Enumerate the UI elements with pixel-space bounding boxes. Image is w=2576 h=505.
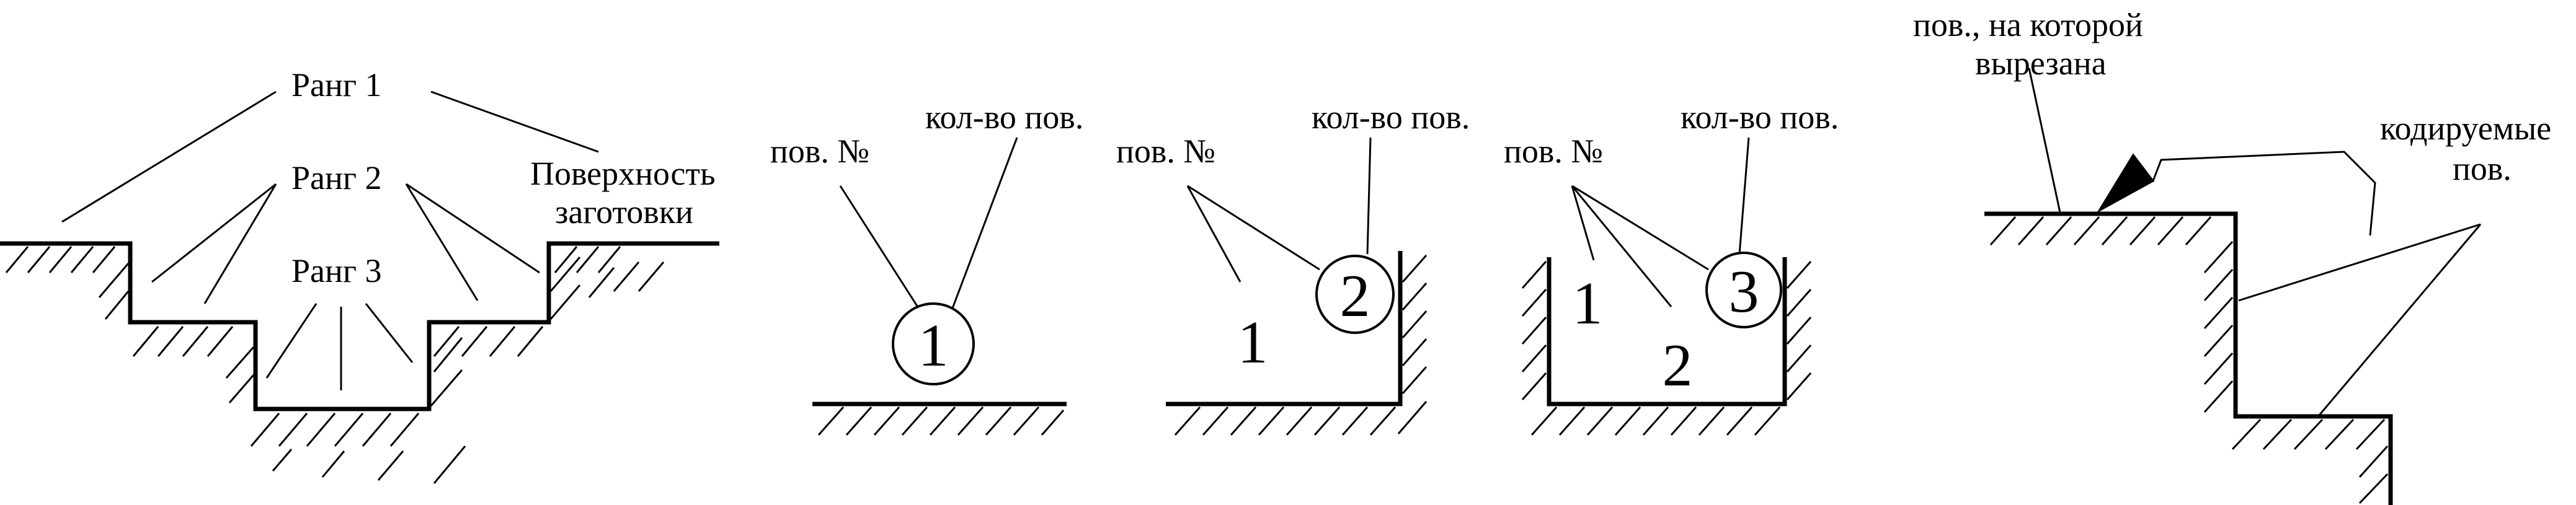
fig4-count-circle (1705, 252, 1782, 328)
fig5-coded-leader-1 (2238, 223, 2481, 302)
rank3-leader-3 (365, 303, 414, 363)
fig4-surf-no-leader-2 (1571, 185, 1672, 307)
blank-surface-label-line2: заготовки (555, 193, 693, 231)
fig5-hatching (1989, 216, 2389, 504)
fig5-coded-label-line1: кодируемые (2380, 110, 2551, 147)
fig3-surf-no-leader-1 (1186, 185, 1241, 283)
fig5-coded-label-line2: пов. (2453, 150, 2512, 187)
fig4-count-leader (1738, 137, 1750, 255)
fig3-count-circle (1315, 255, 1395, 334)
blank-surface-label-line1: Поверхность (530, 155, 716, 192)
fig4-plain-number-2: 2 (1663, 332, 1693, 399)
fig3-corner: 1 2 пов. № кол-во пов. (1116, 99, 1470, 436)
fig4-circle-number: 3 (1729, 258, 1759, 325)
fig5-leaders (2028, 68, 2482, 416)
fig3-count-leader (1366, 137, 1372, 255)
fig2-count-label: кол-во пов. (925, 99, 1083, 136)
fig2-count-leader (949, 137, 1018, 315)
fig5-cut-marker-arrow (2096, 153, 2155, 214)
fig5-step-with-marker: пов., на которой вырезана кодируемые пов… (1913, 6, 2551, 505)
fig4-channel: 1 2 3 пов. № кол-во пов. (1504, 99, 1839, 436)
fig1-hatching (5, 246, 665, 484)
fig2-surf-no-leader (839, 185, 924, 315)
fig1-stepped-profile: Ранг 1 Ранг 2 Ранг 3 Поверхность заготов… (0, 66, 719, 484)
fig3-hatching (1174, 255, 1428, 436)
fig2-surf-no-label: пов. № (770, 133, 869, 170)
fig1-profile-line (0, 241, 719, 411)
rank2-label: Ранг 2 (291, 159, 382, 196)
rank2-leader-3 (405, 183, 479, 301)
fig3-surf-no-leader-2 (1187, 185, 1320, 271)
fig5-marker-curve (2152, 151, 2376, 236)
rank2-leader-2 (203, 183, 277, 304)
fig2-circle-number: 1 (918, 312, 949, 379)
fig3-count-label: кол-во пов. (1312, 99, 1470, 136)
fig5-cut-surface-label-line1: пов., на которой (1913, 6, 2143, 43)
fig4-hatching (1521, 261, 1812, 436)
fig4-count-label: кол-во пов. (1681, 99, 1839, 136)
fig3-circle-number: 2 (1340, 263, 1370, 330)
fig2-count-circle (892, 302, 975, 385)
fig3-surf-no-label: пов. № (1116, 133, 1215, 170)
fig5-cut-surface-leader (2028, 68, 2061, 213)
fig2-leaders (839, 137, 1018, 315)
fig4-surf-no-label: пов. № (1504, 133, 1603, 170)
fig3-plain-number: 1 (1238, 309, 1268, 376)
fig3-profile-line (1166, 251, 1403, 406)
fig4-surf-no-leader-1 (1571, 185, 1595, 261)
fig5-profile-line (1984, 211, 2393, 505)
fig3-leaders (1186, 137, 1372, 283)
fig4-surf-no-leader-3 (1571, 185, 1709, 271)
fig5-cut-surface-label-line2: вырезана (1975, 45, 2107, 82)
rank3-leader-1 (265, 303, 318, 379)
fig4-profile-line (1547, 257, 1787, 406)
fig1-leaders (61, 90, 599, 390)
fig5-coded-leader-2 (2318, 224, 2482, 416)
rank1-label: Ранг 1 (291, 66, 382, 103)
rank2-leader-4 (406, 183, 540, 274)
fig4-leaders (1571, 137, 1750, 307)
fig2-hatching (817, 406, 1065, 436)
rank1-leader-left (61, 90, 277, 223)
rank3-label: Ранг 3 (291, 252, 382, 289)
fig2-single-plane: 1 пов. № кол-во пов. (770, 99, 1083, 436)
rank1-leader-right (430, 90, 599, 153)
rank2-leader-1 (151, 183, 277, 283)
fig4-plain-number-1: 1 (1573, 270, 1603, 337)
